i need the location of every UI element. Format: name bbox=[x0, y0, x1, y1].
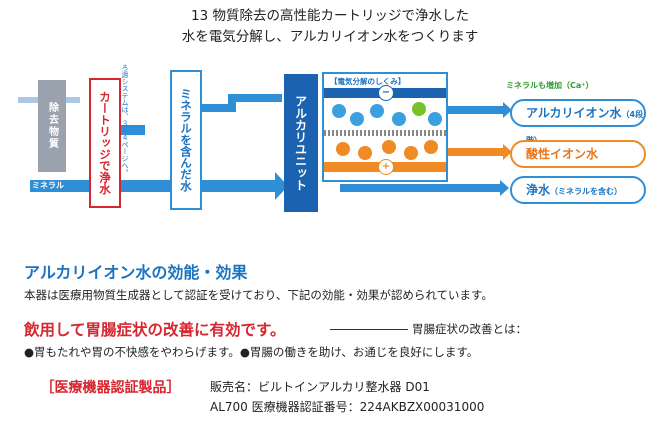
output-purified: 浄水（ミネラルを含む） bbox=[510, 176, 646, 204]
removed-substances-label: 除去物質 bbox=[46, 102, 58, 150]
output-purified-sub: （ミネラルを含む） bbox=[550, 187, 623, 196]
mineral-arrow-label: ミネラル bbox=[32, 181, 64, 190]
h-ion-icon bbox=[336, 142, 350, 156]
h-ion-icon bbox=[424, 140, 438, 154]
output-acidic: 酸性イオン水 bbox=[510, 140, 646, 168]
electrolysis-panel: 【電気分解のしくみ】 − + bbox=[322, 72, 448, 182]
h-ion-icon bbox=[404, 146, 418, 160]
cartridge-box: カートリッジで浄水 bbox=[89, 78, 121, 208]
improve-label: 胃腸症状の改善とは： bbox=[412, 322, 527, 336]
h-ion-icon bbox=[382, 140, 396, 154]
certification-number: AL700 医療機器認証番号：224AKBZX00031000 bbox=[210, 400, 485, 414]
out-arrow-2-head bbox=[503, 144, 512, 160]
membrane bbox=[324, 130, 446, 136]
output-alkaline-label: アルカリイオン水 bbox=[526, 106, 622, 120]
h-ion-icon bbox=[358, 146, 372, 160]
cartridge-label: カートリッジで浄水 bbox=[98, 91, 112, 195]
removed-substances-box: 除去物質 bbox=[38, 80, 66, 172]
headline-line1: 13 物質除去の高性能カートリッジで浄水した bbox=[191, 8, 469, 24]
effects-headline: 飲用して胃腸症状の改善に有効です。 bbox=[24, 321, 286, 339]
plus-icon: + bbox=[378, 159, 394, 175]
seller-name: 販売名：ビルトインアルカリ整水器 D01 bbox=[210, 380, 430, 394]
effects-bullets: ●胃もたれや胃の不快感をやわらげます。●胃腸の働きを助け、お通じを良好にします。 bbox=[24, 345, 479, 359]
out-arrow-3 bbox=[340, 184, 500, 192]
upper-connector bbox=[200, 94, 282, 112]
mineral-increase-note: ミネラルも増加（Ca⁺） bbox=[506, 81, 594, 90]
main-arrow-head bbox=[275, 172, 288, 200]
oh-ion-icon bbox=[392, 112, 406, 126]
output-alkaline: アルカリイオン水（4段階） bbox=[510, 99, 646, 145]
divider-line bbox=[330, 329, 408, 330]
output-purified-label: 浄水 bbox=[526, 183, 551, 197]
certification-badge: ［医療機器認証製品］ bbox=[40, 380, 181, 396]
main-arrow bbox=[30, 180, 275, 192]
out-arrow-1-head bbox=[503, 102, 512, 118]
effects-body: 本器は医療用物質生成器として認証を受けており、下記の効能・効果が認められています… bbox=[24, 288, 493, 302]
mineral-water-box: ミネラルを含んだ水 bbox=[170, 70, 202, 210]
oh-ion-icon bbox=[428, 112, 442, 126]
oh-ion-icon bbox=[350, 112, 364, 126]
mineral-water-label: ミネラルを含んだ水 bbox=[179, 88, 193, 192]
alkali-unit-label: アルカリユニット bbox=[293, 95, 308, 191]
side-note: ろ過システムは、３・４ページへ。 bbox=[120, 64, 130, 184]
out-arrow-2 bbox=[443, 148, 503, 156]
output-acidic-label: 酸性イオン水 bbox=[526, 147, 599, 161]
minus-icon: − bbox=[378, 85, 394, 101]
oh-ion-icon bbox=[332, 104, 346, 118]
mineral-ion-icon bbox=[412, 102, 426, 116]
side-note-text: ろ過システムは、３・４ページへ。 bbox=[121, 64, 129, 176]
out-arrow-1 bbox=[443, 106, 503, 114]
alkali-unit-box: アルカリユニット bbox=[284, 74, 318, 212]
effects-title: アルカリイオン水の効能・効果 bbox=[24, 263, 248, 282]
electrolysis-panel-title: 【電気分解のしくみ】 bbox=[330, 77, 406, 86]
headline-line2: 水を電気分解し、アルカリイオン水をつくります bbox=[181, 29, 479, 45]
out-arrow-3-head bbox=[500, 180, 509, 196]
oh-ion-icon bbox=[370, 104, 384, 118]
